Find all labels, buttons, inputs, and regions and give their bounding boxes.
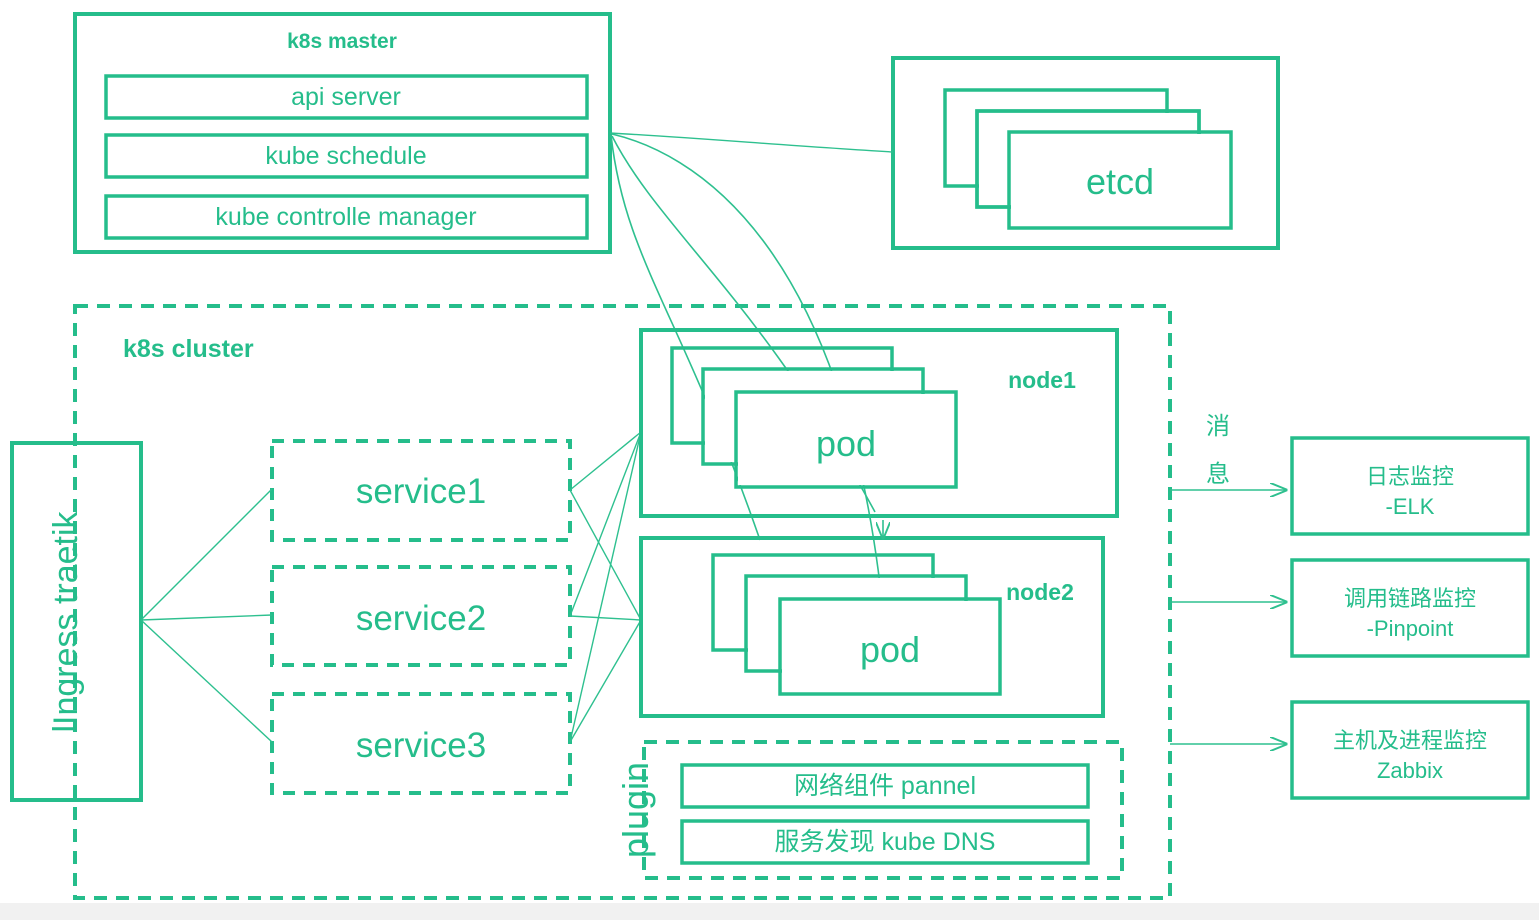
- etcd-label: etcd: [1086, 161, 1154, 202]
- node1-pod-label: pod: [816, 423, 876, 464]
- k8s-cluster-boundary: [73, 304, 1172, 900]
- monitoring-label-line2: Zabbix: [1377, 758, 1443, 783]
- master-component-api-server: api server: [104, 74, 589, 120]
- service-label: service3: [356, 726, 486, 765]
- connector-apiserver-node2: [611, 133, 889, 673]
- connectors-cluster-monitoring: [1170, 490, 1286, 744]
- service-label: service2: [356, 599, 486, 638]
- ingress-label: lIngress traetik: [47, 510, 85, 732]
- plugin-item-network-component[interactable]: 网络组件 pannel: [680, 763, 1090, 809]
- connectors-ingress-services: [140, 488, 273, 743]
- footer-band: [0, 903, 1539, 920]
- master-component-label: kube schedule: [265, 142, 426, 170]
- plugin-item-label: 网络组件 pannel: [794, 772, 976, 800]
- etcd-card-front: etcd: [1007, 130, 1233, 230]
- k8s-master-title: k8s master: [287, 30, 397, 53]
- monitoring-label-line1: 主机及进程监控: [1333, 728, 1487, 753]
- node2-pod-label: pod: [860, 629, 920, 670]
- monitoring-box-host[interactable]: 主机及进程监控 Zabbix: [1290, 700, 1530, 800]
- node1-pod-card-front: pod: [734, 390, 958, 489]
- node2-label: node2: [1006, 579, 1074, 605]
- master-component-kube-schedule: kube schedule: [104, 133, 589, 179]
- monitoring-label-line2: -Pinpoint: [1367, 616, 1454, 641]
- message-label-char-1: 消: [1206, 413, 1230, 440]
- monitoring-label-line1: 日志监控: [1366, 464, 1454, 489]
- node2-pod-card-front: pod: [778, 597, 1002, 696]
- plugin-item-service-discovery[interactable]: 服务发现 kube DNS: [680, 819, 1090, 865]
- master-component-label: kube controlle manager: [215, 203, 476, 231]
- monitoring-label-line2: -ELK: [1386, 494, 1435, 519]
- connectors-services-nodes: [569, 431, 642, 743]
- service-box-service1[interactable]: service1: [270, 439, 572, 542]
- plugin-item-label: 服务发现 kube DNS: [775, 828, 996, 856]
- k8s-cluster-label: k8s cluster: [123, 335, 254, 363]
- service-label: service1: [356, 472, 486, 511]
- etcd-group-box: [891, 56, 1280, 250]
- node2-box: [639, 536, 1105, 718]
- service-box-service2[interactable]: service2: [270, 565, 572, 667]
- monitoring-label-line1: 调用链路监控: [1344, 586, 1476, 611]
- connector-apiserver-etcd: [609, 132, 894, 153]
- plugin-label: plugin: [615, 762, 656, 858]
- plugin-box: [642, 740, 1124, 880]
- monitoring-box-tracing[interactable]: 调用链路监控 -Pinpoint: [1290, 558, 1530, 658]
- node1-label: node1: [1008, 367, 1076, 393]
- master-component-kube-controller-manager: kube controlle manager: [104, 194, 589, 240]
- service-box-service3[interactable]: service3: [270, 692, 572, 795]
- master-component-label: api server: [291, 83, 401, 111]
- message-label-char-2: 息: [1206, 461, 1230, 488]
- monitoring-box-log[interactable]: 日志监控 -ELK: [1290, 436, 1530, 536]
- ingress-box[interactable]: [10, 441, 143, 802]
